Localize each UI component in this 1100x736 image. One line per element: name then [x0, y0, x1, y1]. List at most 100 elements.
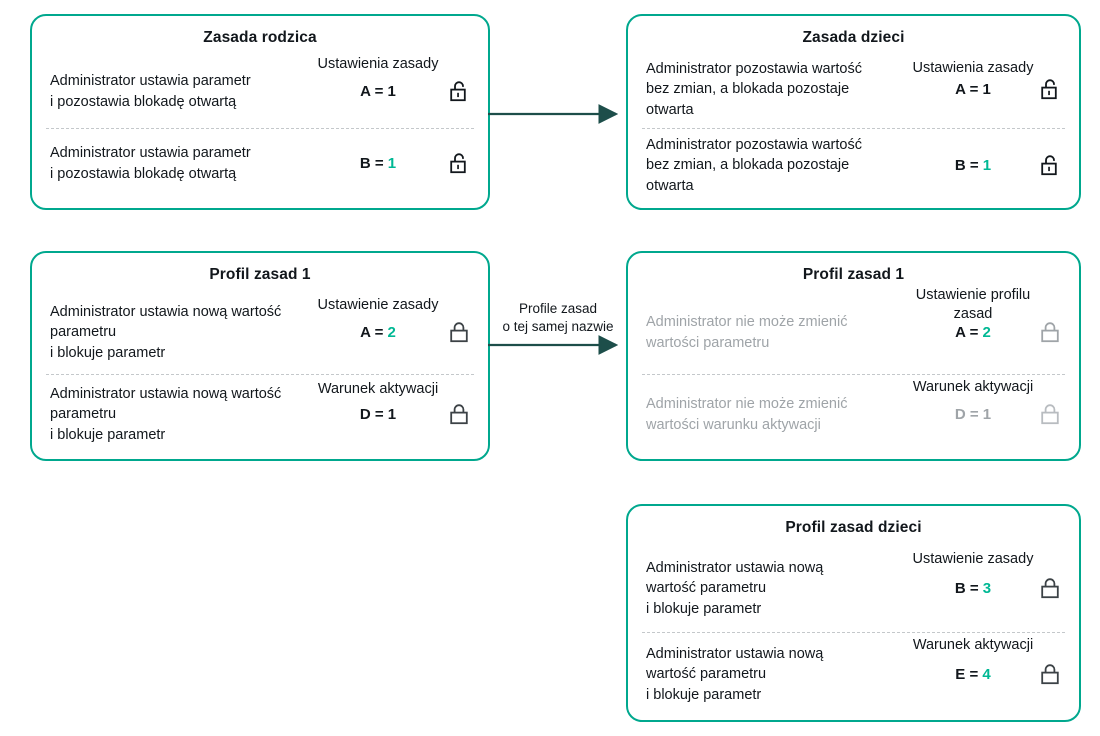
row-value: B = 1	[925, 157, 1021, 174]
value-separator: =	[969, 324, 983, 342]
value-number: 2	[982, 324, 991, 342]
column-header-policy-setting: Ustawienie zasady	[912, 551, 1034, 568]
row-lock-cell	[1021, 663, 1079, 686]
unlock-icon	[449, 152, 469, 175]
value-number: 3	[982, 580, 992, 598]
arrow-profile-to-profile	[488, 335, 628, 355]
value-separator: =	[969, 157, 983, 175]
row-value-cell: Ustawienie zasady B = 3	[913, 551, 1034, 597]
card-title-child-policy-profile: Profil zasad dzieci	[785, 519, 922, 536]
value-key: B	[359, 155, 371, 173]
arrow-parent-to-child	[488, 104, 628, 124]
column-header-policy-setting: Ustawienia zasady	[317, 56, 439, 73]
value-number: 1	[387, 83, 396, 101]
value-separator: =	[969, 580, 983, 598]
lock-icon	[1040, 321, 1060, 344]
value-key: A	[955, 324, 966, 342]
row-value-cell: B = 1	[925, 157, 1021, 174]
row-lock-cell	[1021, 321, 1079, 344]
value-separator: =	[969, 406, 983, 424]
row-lock-cell	[430, 152, 488, 175]
row-lock-cell	[1021, 78, 1079, 101]
row-value: A = 2	[925, 324, 1021, 341]
row-value: A = 1	[326, 83, 430, 100]
row-value-cell: Warunek aktywacji D = 1	[318, 381, 438, 423]
value-key: B	[954, 157, 966, 175]
value-key: E	[955, 666, 966, 684]
row-value: B = 3	[925, 580, 1021, 597]
row-value-cell: Ustawienia zasady A = 1	[913, 60, 1034, 98]
card-child-policy: Zasada dzieci Administrator pozostawia w…	[626, 14, 1081, 210]
row-value: E = 4	[925, 666, 1021, 683]
row-lock-cell	[430, 80, 488, 103]
column-header-policy-setting: Ustawienia zasady	[912, 60, 1034, 77]
value-key: A	[360, 83, 371, 101]
value-key: D	[954, 406, 966, 424]
card-child-policy-profile: Profil zasad dzieci Administrator ustawi…	[626, 504, 1081, 722]
row-value: A = 1	[925, 81, 1021, 98]
column-header-activation-condition: Warunek aktywacji	[317, 381, 439, 398]
row-value: A = 2	[326, 324, 430, 341]
row-value: D = 1	[326, 406, 430, 423]
lock-icon	[1040, 403, 1060, 426]
card-parent-policy: Zasada rodzica Administrator ustawia par…	[30, 14, 490, 210]
value-key: B	[954, 580, 966, 598]
row-value: D = 1	[925, 406, 1021, 423]
value-number: 1	[982, 81, 991, 99]
row-value-cell: B = 1	[326, 155, 430, 172]
value-separator: =	[374, 406, 388, 424]
value-number: 2	[387, 324, 396, 342]
card-title-policy-profile-left: Profil zasad 1	[209, 266, 311, 283]
row-value-cell: Ustawienie zasady A = 2	[318, 297, 439, 341]
value-number: 1	[387, 155, 397, 173]
value-separator: =	[374, 155, 388, 173]
unlock-icon	[1040, 154, 1060, 177]
unlock-icon	[449, 80, 469, 103]
row-lock-cell	[430, 321, 488, 344]
lock-icon	[449, 403, 469, 426]
value-separator: =	[969, 81, 983, 99]
value-separator: =	[374, 83, 388, 101]
card-title-child-policy: Zasada dzieci	[802, 29, 905, 46]
value-number: 1	[982, 157, 992, 175]
card-policy-profile-left: Profil zasad 1 Administrator ustawia now…	[30, 251, 490, 461]
column-header-policy-setting: Ustawienie zasady	[317, 297, 439, 314]
row-value-cell: Warunek aktywacji E = 4	[913, 637, 1033, 683]
column-header-activation-condition: Warunek aktywacji	[912, 379, 1034, 396]
unlock-icon	[1040, 78, 1060, 101]
row-lock-cell	[1021, 403, 1079, 426]
column-header-activation-condition: Warunek aktywacji	[912, 637, 1034, 654]
value-key: A	[360, 324, 371, 342]
